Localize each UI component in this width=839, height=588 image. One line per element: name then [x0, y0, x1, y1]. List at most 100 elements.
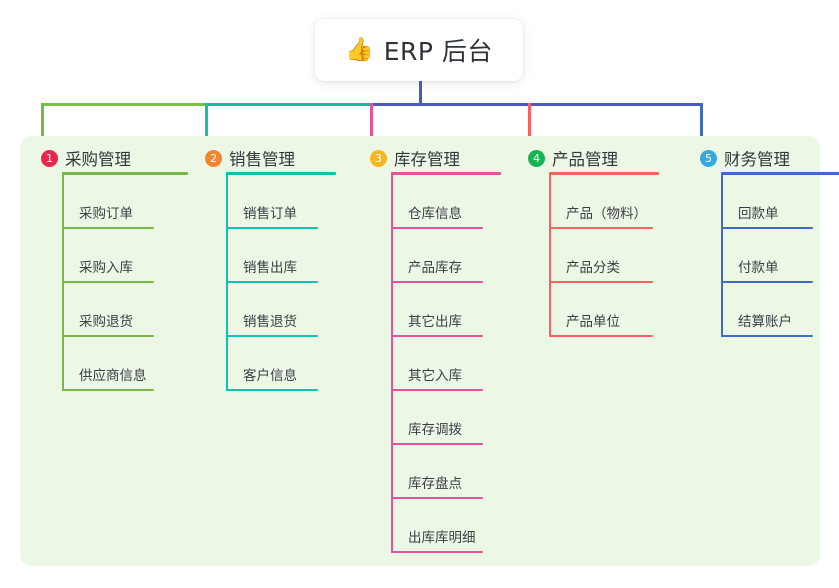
branch-item-label: 销售退货 — [243, 314, 297, 330]
branch-title: 财务管理 — [724, 150, 790, 169]
branch-item-rule — [721, 227, 813, 229]
branch-index-badge: 5 — [700, 149, 717, 167]
branch-item-rule — [62, 281, 154, 283]
root-trunk-line — [419, 81, 422, 106]
branch-header-rule — [226, 172, 336, 175]
branch-item-rule — [391, 443, 483, 445]
branch-item-rule — [391, 335, 483, 337]
branch-item-label: 结算账户 — [738, 314, 792, 330]
branch-index-badge: 4 — [528, 149, 545, 167]
branch-drop-line-5 — [700, 103, 703, 144]
branch-item-rule — [62, 389, 154, 391]
branch-item-rule — [391, 227, 483, 229]
branch-item-label: 客户信息 — [243, 368, 297, 384]
branch-item-rule — [62, 335, 154, 337]
branch-item[interactable]: 销售订单 — [226, 199, 338, 229]
branch-item-rule — [391, 497, 483, 499]
branch-item-label: 产品库存 — [408, 260, 462, 276]
branch-item-label: 库存盘点 — [408, 476, 462, 492]
branch-item[interactable]: 库存调拨 — [391, 415, 503, 445]
branch-item[interactable]: 仓库信息 — [391, 199, 503, 229]
branch-item[interactable]: 采购订单 — [62, 199, 174, 229]
branch-item[interactable]: 销售出库 — [226, 253, 338, 283]
branch-item-label: 供应商信息 — [79, 368, 147, 384]
branch-header-2[interactable]: 2 销售管理 — [205, 146, 295, 170]
branch-drop-line-3 — [370, 103, 373, 144]
branch-drop-line-2 — [205, 103, 208, 144]
bus-segment-green — [41, 103, 208, 106]
branch-item-rule — [226, 389, 318, 391]
branch-title: 产品管理 — [552, 150, 618, 169]
branch-index-badge: 1 — [41, 149, 58, 167]
root-node-title: ERP 后台 — [383, 37, 493, 66]
branch-header-1[interactable]: 1 采购管理 — [41, 146, 131, 170]
branch-index-badge: 3 — [370, 149, 387, 167]
branch-drop-line-1 — [41, 103, 44, 144]
branch-item[interactable]: 产品库存 — [391, 253, 503, 283]
bus-segment-teal — [205, 103, 373, 106]
branch-item[interactable]: 产品（物料） — [549, 199, 673, 229]
branch-drop-line-4 — [528, 103, 531, 144]
branch-item-label: 仓库信息 — [408, 206, 462, 222]
branch-item[interactable]: 产品单位 — [549, 307, 673, 337]
branch-item-rule — [391, 281, 483, 283]
branch-item-label: 付款单 — [738, 260, 779, 276]
branch-header-rule — [62, 172, 188, 175]
branch-item-rule — [549, 227, 653, 229]
branch-item-label: 库存调拨 — [408, 422, 462, 438]
branch-spine — [391, 173, 393, 553]
branch-item-label: 回款单 — [738, 206, 779, 222]
branch-item-rule — [62, 227, 154, 229]
branch-item[interactable]: 其它出库 — [391, 307, 503, 337]
branch-item[interactable]: 出库库明细 — [391, 523, 503, 553]
branch-item-label: 其它出库 — [408, 314, 462, 330]
branch-title: 库存管理 — [394, 150, 460, 169]
branch-item[interactable]: 付款单 — [721, 253, 833, 283]
branch-item-label: 产品单位 — [566, 314, 620, 330]
thumbs-up-icon: 👍 — [345, 36, 374, 63]
branch-item[interactable]: 库存盘点 — [391, 469, 503, 499]
branch-item[interactable]: 采购入库 — [62, 253, 174, 283]
branch-item-rule — [391, 551, 483, 553]
branch-item-label: 采购入库 — [79, 260, 133, 276]
branch-item-rule — [226, 227, 318, 229]
branch-title: 销售管理 — [229, 150, 295, 169]
branch-item-rule — [721, 281, 813, 283]
branch-item[interactable]: 销售退货 — [226, 307, 338, 337]
branch-item-label: 采购订单 — [79, 206, 133, 222]
branch-item-rule — [721, 335, 813, 337]
branch-title: 采购管理 — [65, 150, 131, 169]
branch-item[interactable]: 其它入库 — [391, 361, 503, 391]
branch-item-label: 出库库明细 — [408, 530, 476, 546]
branch-item[interactable]: 客户信息 — [226, 361, 338, 391]
branch-index-badge: 2 — [205, 149, 222, 167]
branch-item[interactable]: 结算账户 — [721, 307, 833, 337]
branch-header-rule — [721, 172, 839, 175]
branches-panel: 1 采购管理采购订单采购入库采购退货供应商信息 2 销售管理销售订单销售出库销售退货客… — [20, 136, 839, 566]
branch-item-label: 其它入库 — [408, 368, 462, 384]
branch-item[interactable]: 回款单 — [721, 199, 833, 229]
branch-item-rule — [549, 281, 653, 283]
branch-item-rule — [226, 335, 318, 337]
branch-item-label: 产品分类 — [566, 260, 620, 276]
branch-header-5[interactable]: 5 财务管理 — [700, 146, 790, 170]
branch-item-label: 销售订单 — [243, 206, 297, 222]
branch-header-3[interactable]: 3 库存管理 — [370, 146, 460, 170]
branch-item-rule — [226, 281, 318, 283]
bus-segment-blue — [370, 103, 703, 106]
branch-item[interactable]: 采购退货 — [62, 307, 174, 337]
branch-item-label: 产品（物料） — [566, 206, 647, 222]
branch-spine — [549, 173, 551, 337]
branch-item-label: 采购退货 — [79, 314, 133, 330]
branch-header-rule — [391, 172, 501, 175]
branch-item[interactable]: 产品分类 — [549, 253, 673, 283]
branch-item-label: 销售出库 — [243, 260, 297, 276]
root-node-card[interactable]: 👍 ERP 后台 — [315, 19, 523, 81]
branch-spine — [721, 173, 723, 337]
branch-item-rule — [549, 335, 653, 337]
branch-item[interactable]: 供应商信息 — [62, 361, 174, 391]
branch-header-4[interactable]: 4 产品管理 — [528, 146, 618, 170]
branch-item-rule — [391, 389, 483, 391]
root-node-content: 👍 ERP 后台 — [345, 32, 493, 68]
